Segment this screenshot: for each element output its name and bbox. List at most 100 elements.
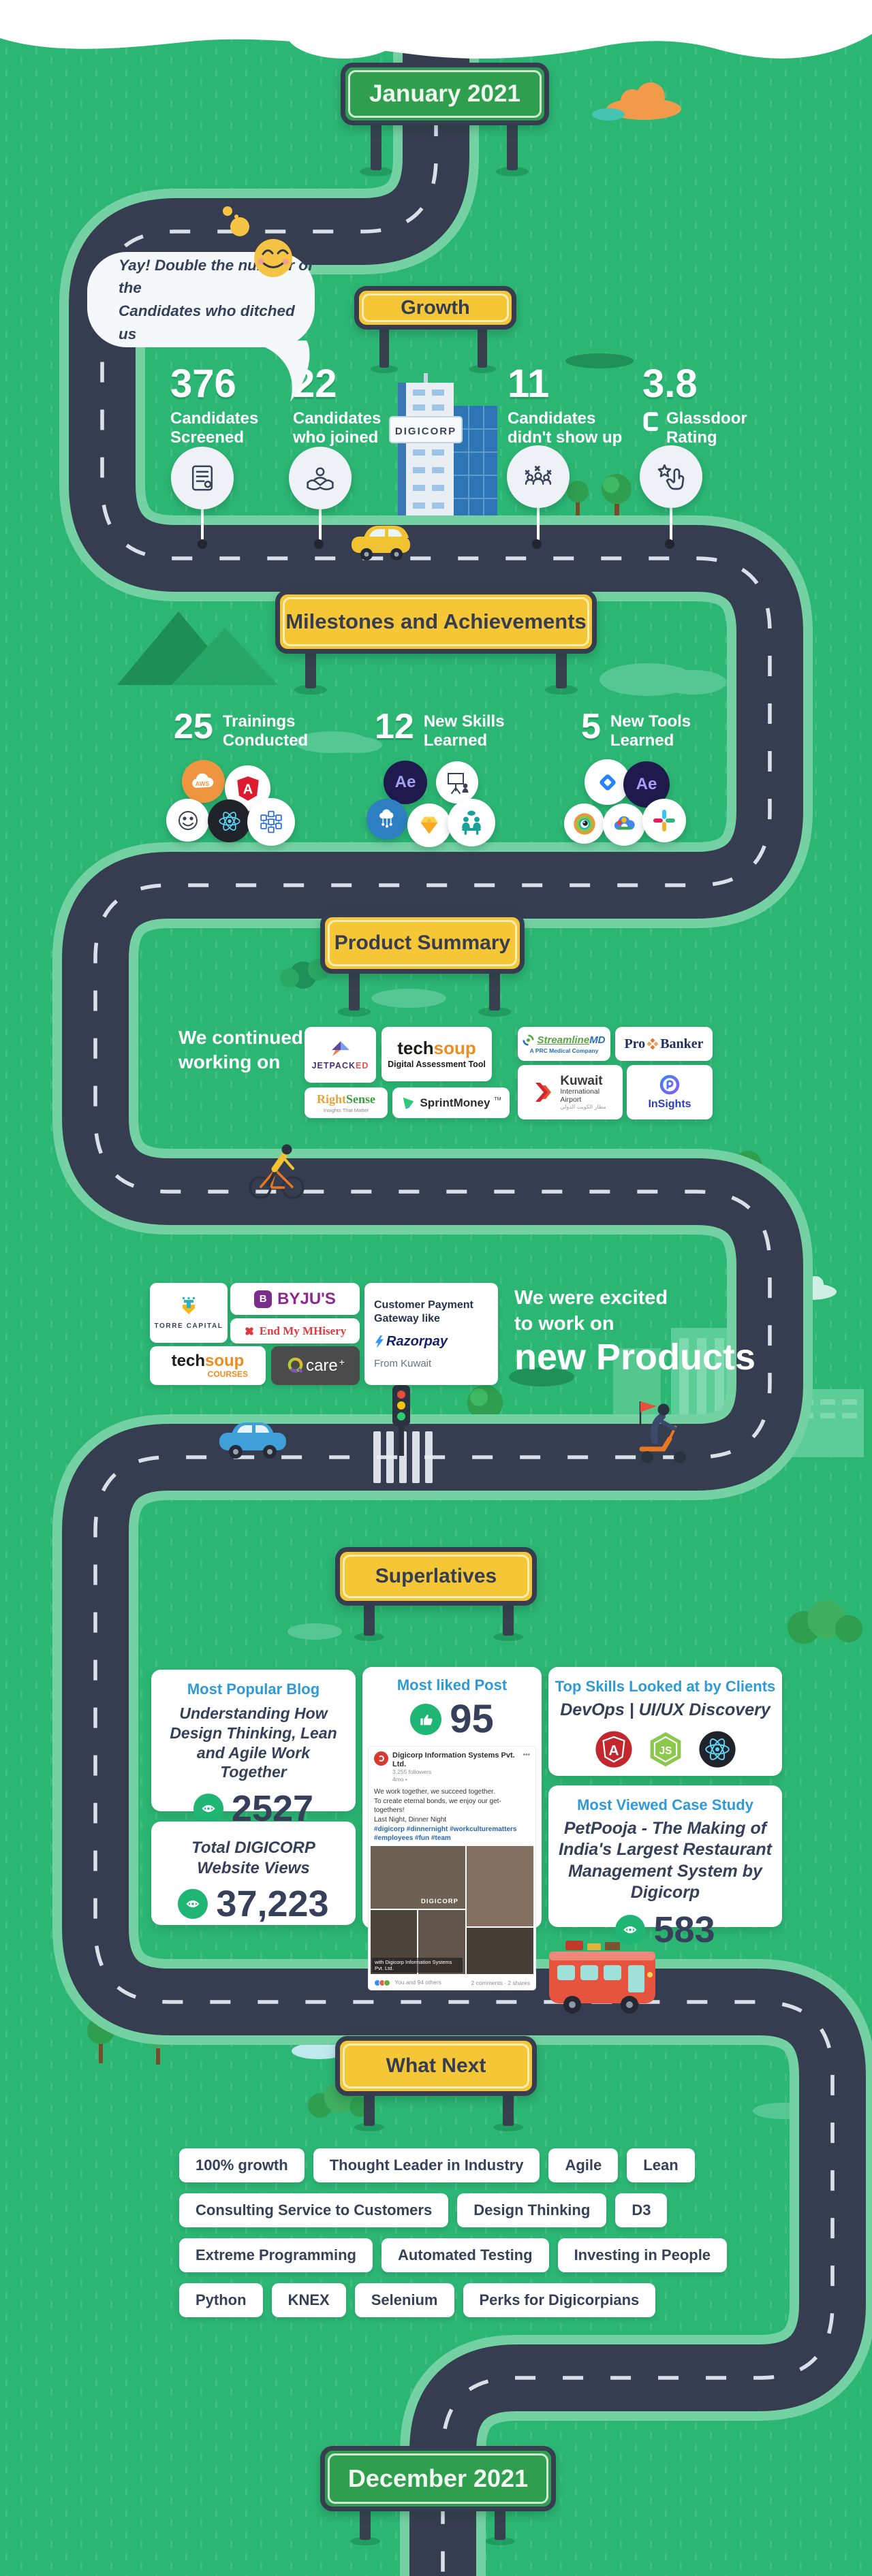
road-marker-dot bbox=[665, 539, 674, 549]
tag-knex: KNEX bbox=[271, 2283, 346, 2317]
crosswalk bbox=[373, 1431, 433, 1483]
end-my-misery-icon bbox=[245, 1326, 253, 1335]
tag-perks-digicorpians: Perks for Digicorpians bbox=[463, 2283, 656, 2317]
razorpay-arrow-icon bbox=[375, 1335, 384, 1348]
sign-post bbox=[360, 2509, 371, 2540]
stat-label: New Tools bbox=[610, 712, 691, 731]
sign-post bbox=[305, 651, 316, 688]
tap-star-icon bbox=[640, 445, 702, 508]
continued-working-heading: We continued working on bbox=[178, 1025, 303, 1075]
after-effects-icon: Ae bbox=[384, 761, 427, 804]
scooter-rider bbox=[639, 1401, 686, 1463]
logo-sprintmoney: SprintMoney TM bbox=[392, 1087, 510, 1118]
logo-techsoup-courses: techsoup COURSES bbox=[150, 1346, 266, 1385]
skills-text: DevOps | UI/UX Discovery bbox=[560, 1700, 770, 1719]
intro-line: We continued bbox=[178, 1027, 304, 1048]
logo-text: soup bbox=[205, 1351, 245, 1370]
group-crossed-icon bbox=[507, 445, 570, 508]
sign-superlatives-label: Superlatives bbox=[375, 1565, 497, 1587]
logo-end-my-misery: End My MHisery bbox=[230, 1318, 360, 1343]
post-photo-collage: DIGICORP with Digicorp Information Syste… bbox=[371, 1846, 533, 1975]
react-icon bbox=[208, 799, 251, 842]
logo-probanker: Pro Banker bbox=[615, 1027, 713, 1061]
logo-text: InSights bbox=[648, 1098, 691, 1110]
logo-text: TORRE CAPITAL bbox=[154, 1322, 223, 1330]
stat-glassdoor-rating: 3.8 Glassdoor Rating bbox=[642, 364, 747, 448]
logo-text: soup bbox=[433, 1038, 476, 1058]
stat-connector bbox=[537, 508, 540, 541]
post-caption: with Digicorp Information Systems Pvt. L… bbox=[372, 1958, 463, 1973]
sign-post bbox=[364, 2093, 375, 2126]
card-heading: Top Skills Looked at by Clients bbox=[555, 1678, 776, 1695]
sign-post bbox=[379, 327, 389, 368]
tag-agile: Agile bbox=[548, 2148, 619, 2182]
stat-value: 3.8 bbox=[642, 362, 698, 406]
logo-text: tech bbox=[397, 1038, 434, 1058]
stat-label: didn't show up bbox=[508, 428, 623, 447]
card-title: Total DIGICORP bbox=[191, 1839, 315, 1857]
stat-new-tools: 5 New Tools Learned bbox=[581, 709, 691, 751]
ae-label: Ae bbox=[394, 773, 416, 791]
sign-december-label: December 2021 bbox=[347, 2464, 529, 2492]
logo-text: BYJU'S bbox=[277, 1289, 336, 1308]
sign-january-2021: January 2021 bbox=[341, 63, 549, 125]
logo-text: tech bbox=[171, 1351, 206, 1370]
stat-label: who joined bbox=[293, 428, 379, 447]
logo-byjus: B BYJU'S bbox=[230, 1283, 360, 1315]
smiley-emoji-icon bbox=[223, 206, 292, 277]
sign-product-summary-label: Product Summary bbox=[334, 932, 511, 954]
orange-cloud bbox=[592, 82, 681, 121]
post-watermark: DIGICORP bbox=[421, 1898, 458, 1906]
new-products-heading: new Products bbox=[514, 1336, 756, 1378]
card-most-viewed-case-study: Most Viewed Case Study PetPooja - The Ma… bbox=[548, 1785, 782, 1948]
aws-label: AWS bbox=[195, 780, 209, 787]
tag-consulting-service: Consulting Service to Customers bbox=[179, 2193, 449, 2227]
post-followers: 3,255 followers bbox=[392, 1768, 432, 1776]
card-heading: Most Popular Blog bbox=[187, 1681, 320, 1698]
sign-post bbox=[349, 971, 360, 1011]
road-marker-dot bbox=[532, 539, 542, 549]
probanker-diamond-icon bbox=[647, 1038, 659, 1049]
tag-investing-in-people: Investing in People bbox=[557, 2238, 728, 2272]
logo-text: Airport bbox=[560, 1096, 582, 1104]
tag-python: Python bbox=[179, 2283, 263, 2317]
logo-streamlinemd: StreamlineMD A PRC Medical Company bbox=[518, 1027, 610, 1061]
logo-text: + bbox=[339, 1356, 345, 1367]
sign-post bbox=[371, 121, 382, 170]
intro-line: We were excited bbox=[514, 1287, 668, 1309]
jetpacked-bird-icon bbox=[331, 1040, 349, 1056]
logo-jetpacked: JETPACKED bbox=[305, 1027, 376, 1083]
logo-qcare: care + bbox=[271, 1346, 360, 1385]
speech-bubble-tail bbox=[251, 340, 310, 402]
top-wave bbox=[0, 0, 872, 59]
logo-tm: TM bbox=[494, 1097, 501, 1102]
tag-automated-testing: Automated Testing bbox=[381, 2238, 549, 2272]
stat-value: 25 bbox=[174, 707, 213, 746]
logo-text: ED bbox=[356, 1060, 369, 1070]
blue-car bbox=[219, 1422, 286, 1459]
card-most-liked-post: Most liked Post 95 Digicorp Information … bbox=[362, 1667, 542, 1991]
stat-label: Candidates bbox=[170, 409, 259, 428]
stat-connector bbox=[319, 509, 322, 541]
sign-post bbox=[503, 2093, 514, 2126]
logo-text: Razorpay bbox=[386, 1334, 448, 1349]
bus bbox=[549, 1941, 655, 2014]
stat-trainings-conducted: 25 Trainings Conducted bbox=[174, 707, 308, 751]
hands-care-icon bbox=[289, 447, 352, 509]
linkedin-post: Digicorp Information Systems Pvt. Ltd. 3… bbox=[368, 1746, 536, 1991]
google-cloud-icon bbox=[603, 804, 645, 846]
nodejs-icon: JS bbox=[647, 1730, 685, 1772]
stat-connector bbox=[201, 509, 204, 541]
views-eye-icon bbox=[615, 1915, 646, 1945]
case-study-title: - The Making of India's Largest Restaura… bbox=[559, 1819, 772, 1902]
sign-december-2021: December 2021 bbox=[320, 2446, 556, 2511]
logo-subtext: From Kuwait bbox=[374, 1358, 432, 1369]
svg-text:A: A bbox=[608, 1743, 619, 1759]
sign-post bbox=[495, 2509, 505, 2540]
views-eye-icon bbox=[193, 1794, 223, 1824]
sign-product-summary: Product Summary bbox=[320, 912, 525, 974]
views-count: 37,223 bbox=[216, 1883, 329, 1924]
logo-text: Streamline bbox=[537, 1034, 590, 1046]
logo-text: End My MHisery bbox=[259, 1324, 347, 1337]
sign-post bbox=[364, 1603, 375, 1636]
